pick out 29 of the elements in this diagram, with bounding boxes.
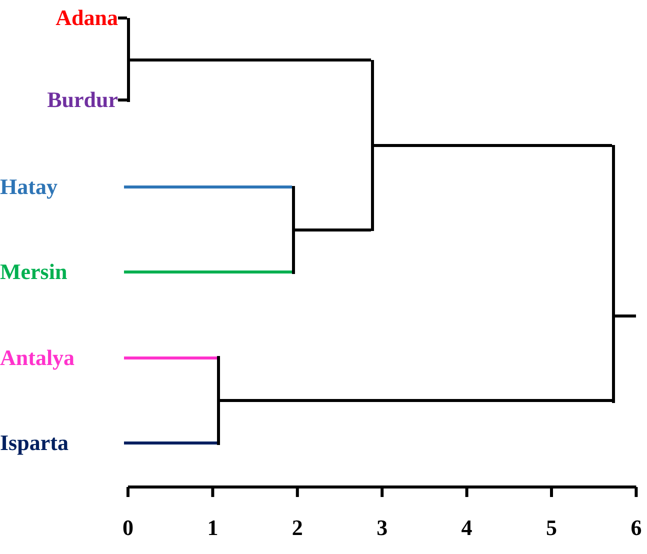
axis-tick-label: 2 (290, 515, 304, 541)
dendrogram-branch (124, 186, 292, 188)
dendrogram-branch (124, 442, 217, 444)
dendrogram-branch (118, 16, 127, 20)
axis-tick-label: 1 (206, 515, 220, 541)
leaf-label: Adana (0, 3, 118, 33)
axis-tick-label: 5 (545, 515, 558, 541)
dendrogram-branch (220, 399, 612, 402)
dendrogram-branch (124, 356, 217, 360)
leaf-label: Mersin (0, 257, 124, 287)
dendrogram-branch (118, 98, 127, 102)
axis-tick-label: 4 (460, 515, 474, 541)
leaf-label: Antalya (0, 343, 124, 373)
dendrogram-branch (130, 58, 371, 62)
axis-tick-label: 3 (376, 515, 389, 541)
dendrogram-branch (374, 144, 612, 147)
cluster-bar (217, 356, 220, 445)
leaf-label: Burdur (0, 85, 118, 115)
dendrogram-branch (615, 314, 636, 318)
cluster-bar (127, 18, 130, 102)
leaf-label: Isparta (0, 428, 124, 458)
dendrogram-branch (295, 228, 371, 232)
axis-tick-label: 6 (630, 515, 643, 541)
dendrogram-branch (124, 270, 292, 274)
cluster-bar (292, 186, 295, 274)
leaf-label: Hatay (0, 172, 124, 202)
cluster-bar (371, 60, 374, 231)
axis-tick-label: 0 (122, 515, 134, 541)
cluster-bar (612, 145, 615, 403)
